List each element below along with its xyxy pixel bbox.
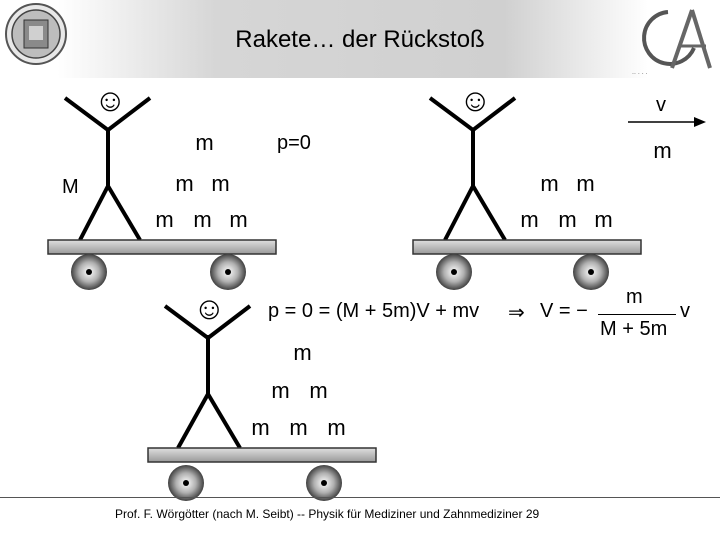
slide-title: Rakete… der Rückstoß [235, 26, 485, 53]
person-mass-label: M [62, 176, 79, 198]
implies-symbol: ⇒ [508, 302, 525, 324]
mass-block: m [271, 378, 290, 403]
equation-lhs: p = 0 = (M + 5m)V + mv [268, 300, 480, 322]
header-band [0, 0, 720, 78]
mass-block: m [155, 207, 174, 232]
cart-right [412, 239, 642, 255]
mass-block: m [211, 171, 230, 196]
footer-text: Prof. F. Wörgötter (nach M. Seibt) -- Ph… [115, 507, 540, 521]
smiley-icon: ☺ [459, 82, 492, 118]
mass-block: m [558, 207, 577, 232]
smiley-icon: ☺ [193, 290, 226, 326]
fraction-denominator: M + 5m [600, 318, 668, 340]
mass-block: m [193, 207, 212, 232]
stick-figure-left [63, 96, 152, 242]
svg-text:.. . . .: .. . . . [632, 69, 648, 76]
velocity-label: v [656, 94, 666, 116]
mass-block: m [289, 415, 308, 440]
mass-block: m [576, 171, 595, 196]
mass-block: m [309, 378, 328, 403]
mass-block: m [251, 415, 270, 440]
cart-left [47, 239, 277, 255]
equation-v-term: V = − [540, 300, 588, 322]
velocity-arrow [628, 117, 706, 127]
mass-block: m [293, 340, 312, 365]
equation-velocity: v [680, 300, 690, 322]
momentum-label: p=0 [277, 132, 311, 154]
mass-block: m [540, 171, 559, 196]
university-seal-icon [5, 3, 67, 65]
mass-block: m [195, 130, 214, 155]
ejected-mass-block: m [653, 138, 672, 163]
fraction-bar [598, 314, 676, 315]
mass-block: m [520, 207, 539, 232]
cart-bottom [147, 447, 377, 463]
mass-block: m [175, 171, 194, 196]
fraction-numerator: m [626, 286, 643, 308]
cart-right-wheels [436, 254, 609, 290]
mass-block: m [327, 415, 346, 440]
cart-bottom-wheels [168, 465, 342, 501]
mass-block: m [594, 207, 613, 232]
stick-figure-right [428, 96, 517, 242]
stick-figure-bottom [163, 304, 252, 450]
footer-divider [0, 497, 720, 498]
ga-logo-icon: .. . . . [632, 9, 712, 76]
smiley-icon: ☺ [94, 82, 127, 118]
momentum-equation: p = 0 = (M + 5m)V + mv ⇒ V = − m M + 5m … [262, 286, 702, 348]
mass-block: m [229, 207, 248, 232]
cart-left-wheels [71, 254, 246, 290]
